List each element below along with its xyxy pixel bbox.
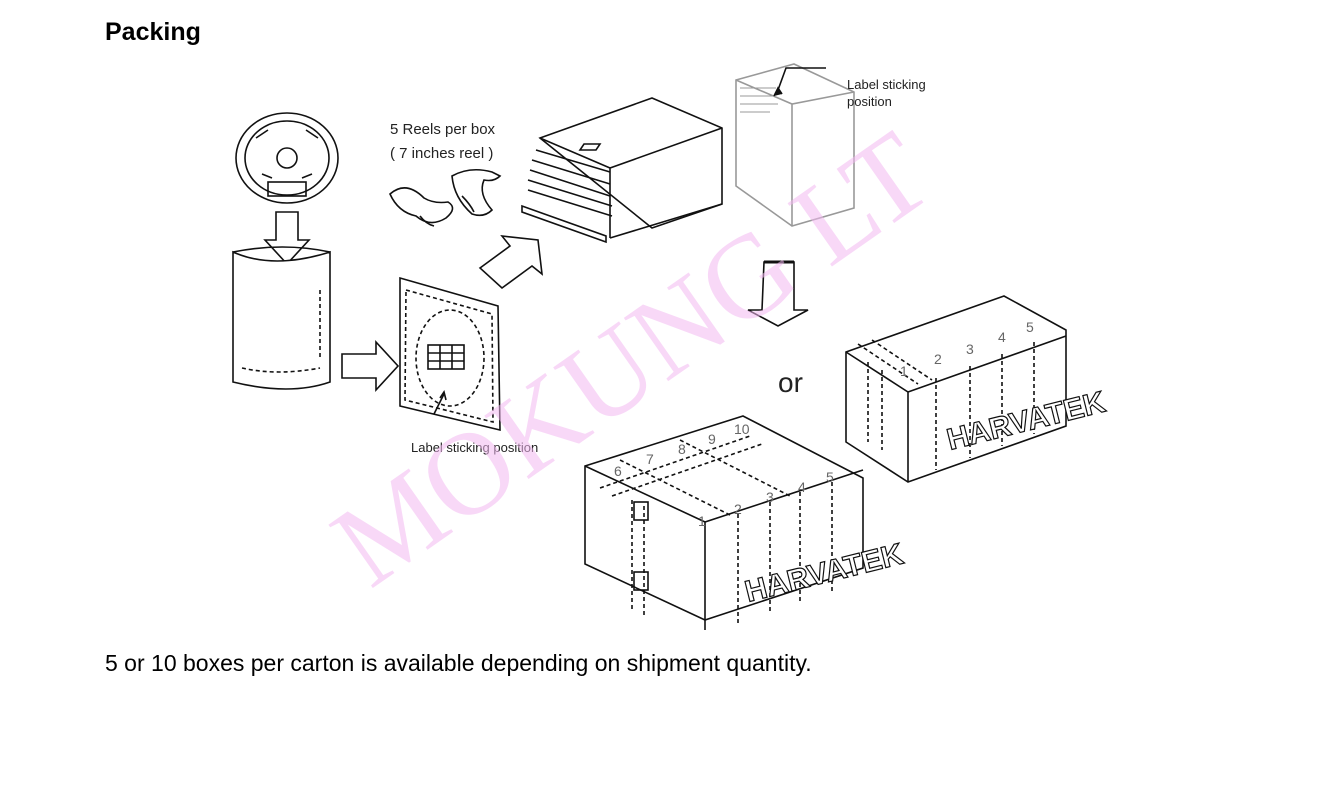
sealed-bag (399, 276, 501, 432)
arrow-down-icon (263, 211, 311, 266)
large-carton-number-3: 3 (766, 489, 774, 505)
large-carton (584, 415, 864, 630)
large-carton-number-9: 9 (708, 431, 716, 447)
label-sticking-line1: Label sticking (847, 77, 926, 92)
small-carton-number-2: 2 (934, 351, 942, 367)
labelled-box (735, 63, 855, 227)
large-carton-number-4: 4 (798, 479, 806, 495)
or-text: or (778, 367, 803, 398)
page-title: Packing (105, 18, 201, 46)
hands-icon (389, 168, 502, 227)
small-carton-number-4: 4 (998, 329, 1006, 345)
small-carton-number-1: 1 (900, 363, 908, 379)
caption: 5 or 10 boxes per carton is available de… (105, 650, 812, 676)
large-carton-number-10: 10 (734, 421, 750, 437)
reel-label-line1: 5 Reels per box (390, 121, 496, 138)
reel-label-line2: ( 7 inches reel ) (390, 145, 493, 162)
reel-box (521, 97, 723, 244)
bag-label-icon (427, 344, 465, 370)
large-carton-number-6: 6 (614, 463, 622, 479)
small-carton-number-5: 5 (1026, 319, 1034, 335)
large-carton-numbers: 1 2 3 4 5 6 7 8 9 10 (614, 421, 834, 529)
small-carton-numbers: 1 2 3 4 5 (900, 319, 1034, 379)
arrow-down-icon (747, 261, 809, 327)
large-carton-number-2: 2 (734, 501, 742, 517)
large-carton-number-8: 8 (678, 441, 686, 457)
label-sticking-position: Label sticking position (411, 440, 538, 455)
large-carton-number-7: 7 (646, 451, 654, 467)
large-carton-number-5: 5 (826, 469, 834, 485)
moisture-bag (232, 246, 331, 390)
label-sticking-line2: position (847, 94, 892, 109)
large-carton-number-1: 1 (698, 513, 706, 529)
small-carton-number-3: 3 (966, 341, 974, 357)
arrow-right-icon (341, 339, 400, 393)
arrow-up-right-icon (478, 234, 544, 290)
reel-icon (235, 112, 339, 204)
small-carton (845, 295, 1067, 483)
pointer-line (777, 67, 826, 91)
